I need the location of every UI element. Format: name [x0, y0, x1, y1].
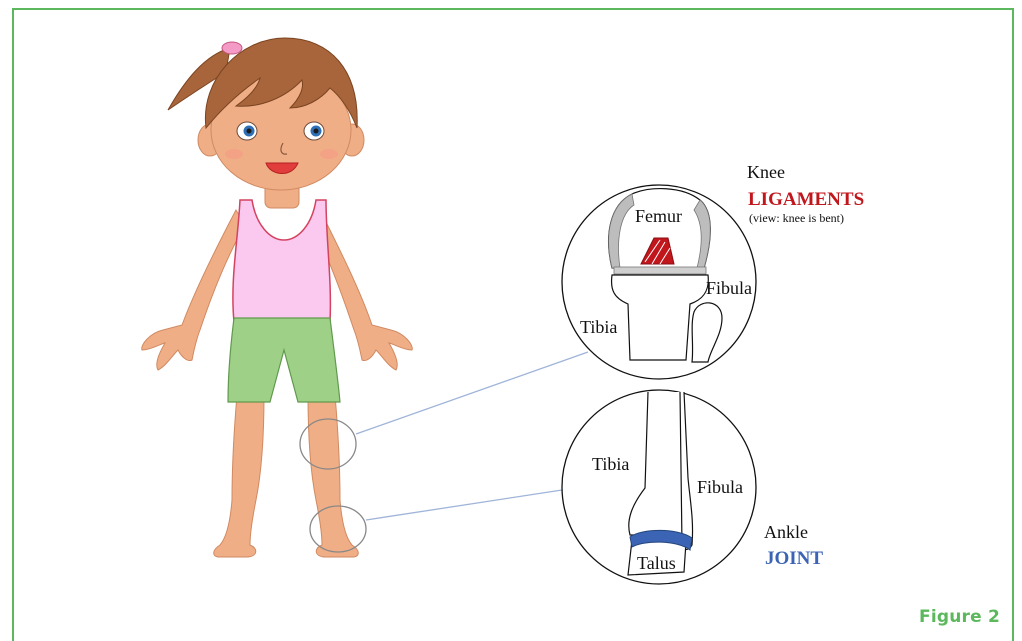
- knee-subtitle: LIGAMENTS: [748, 189, 864, 210]
- ankle-connector: [366, 490, 562, 520]
- talus-label: Talus: [637, 553, 676, 573]
- ankle-detail: Tibia Fibula Talus Ankle JOINT: [562, 390, 823, 584]
- tank-top: [233, 200, 331, 322]
- right-eye: [304, 122, 324, 140]
- knee-fibula-label: Fibula: [706, 278, 752, 298]
- knee-detail: Femur Fibula Tibia Knee LIGAMENTS (view:…: [562, 162, 864, 379]
- ankle-subtitle: JOINT: [765, 548, 823, 569]
- figure-caption: Figure 2: [919, 607, 1000, 627]
- left-eye: [237, 122, 257, 140]
- left-arm: [142, 210, 245, 370]
- ankle-title: Ankle: [764, 522, 808, 542]
- shorts: [228, 318, 340, 402]
- knee-view-note: (view: knee is bent): [749, 211, 844, 225]
- ankle-fibula-label: Fibula: [697, 477, 743, 497]
- hair-tie: [222, 42, 242, 54]
- femur-label: Femur: [635, 206, 682, 226]
- left-leg: [214, 395, 264, 557]
- knee-tibia-label: Tibia: [580, 317, 617, 337]
- knee-title: Knee: [747, 162, 785, 182]
- meniscus: [614, 267, 706, 274]
- child-figure: [142, 38, 413, 557]
- ankle-tibia-label: Tibia: [592, 454, 629, 474]
- left-cheek: [225, 149, 243, 159]
- right-cheek: [320, 149, 338, 159]
